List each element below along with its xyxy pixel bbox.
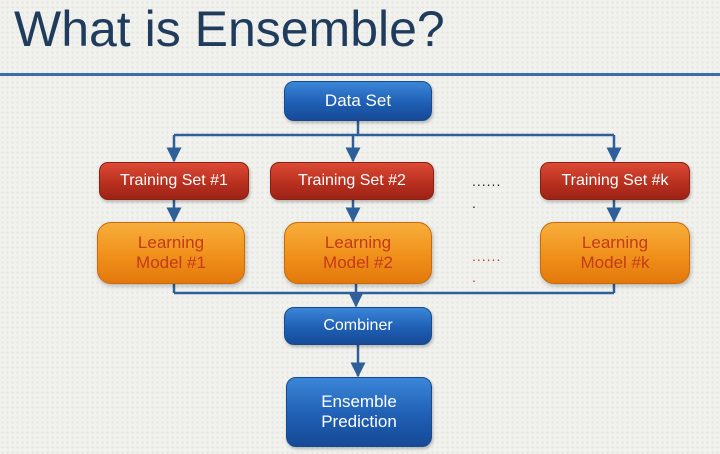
training-set-k-node: Training Set #k — [540, 162, 690, 200]
model-ellipsis: ...... — [472, 248, 502, 264]
combiner-label: Combiner — [323, 317, 393, 334]
model-ellipsis-tail: . — [472, 269, 477, 285]
learning-model-k-line1: Learning — [581, 233, 649, 252]
data-set-node: Data Set — [284, 81, 432, 121]
ensemble-prediction-line1: Ensemble — [321, 392, 397, 411]
learning-model-1-line1: Learning — [137, 233, 205, 252]
learning-model-2-line2: Model #2 — [323, 253, 393, 272]
combiner-node: Combiner — [284, 307, 432, 345]
title-divider — [0, 73, 720, 76]
training-ellipsis-tail: . — [472, 195, 477, 211]
training-set-2-label: Training Set #2 — [298, 172, 406, 189]
data-set-label: Data Set — [324, 91, 392, 110]
learning-model-1-line2: Model #1 — [136, 253, 206, 272]
learning-model-k-line2: Model #k — [580, 253, 650, 272]
training-set-1-node: Training Set #1 — [99, 162, 249, 200]
training-set-1-label: Training Set #1 — [120, 172, 228, 189]
training-ellipsis: ...... — [472, 173, 502, 189]
learning-model-2-node: Learning Model #2 — [284, 222, 432, 284]
learning-model-1-node: Learning Model #1 — [97, 222, 245, 284]
page-title: What is Ensemble? — [14, 1, 445, 57]
ensemble-prediction-node: Ensemble Prediction — [286, 377, 432, 447]
training-set-2-node: Training Set #2 — [270, 162, 434, 200]
learning-model-2-line1: Learning — [324, 233, 392, 252]
ensemble-prediction-line2: Prediction — [321, 412, 397, 431]
training-set-k-label: Training Set #k — [561, 172, 669, 189]
learning-model-k-node: Learning Model #k — [540, 222, 690, 284]
